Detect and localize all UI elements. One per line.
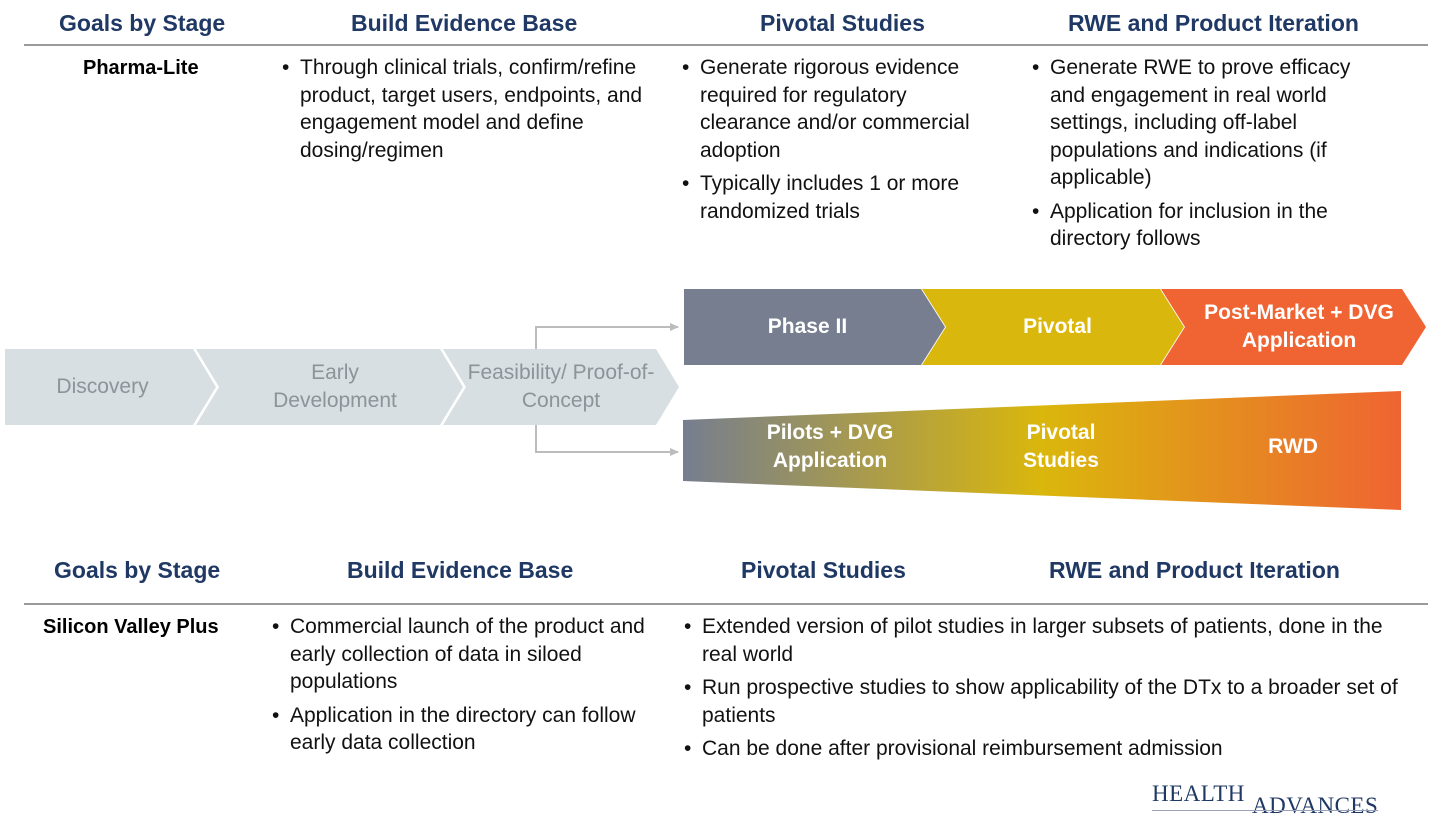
bullet-item: Run prospective studies to show applicab… (682, 674, 1417, 729)
sv-pivotal-rwe-list: Extended version of pilot studies in lar… (682, 613, 1417, 769)
label-rwd: RWD (1268, 435, 1318, 458)
chevron-feasibility (443, 349, 679, 425)
row-label-pharma-lite: Pharma-Lite (83, 57, 199, 79)
bullet-item: Typically includes 1 or more randomized … (680, 170, 1000, 225)
row-label-silicon-valley-plus: Silicon Valley Plus (43, 616, 219, 638)
top-header-pivotal: Pivotal Studies (760, 10, 925, 36)
top-header-build-evidence: Build Evidence Base (351, 10, 578, 36)
arrow-to-pharma-path (535, 323, 679, 349)
label-pilots-dvg: Pilots + DVG Application (766, 421, 894, 472)
label-discovery: Discovery (56, 375, 149, 398)
label-phase-ii: Phase II (767, 315, 848, 338)
label-pivotal: Pivotal (1023, 315, 1092, 338)
chevron-pivotal (922, 289, 1184, 365)
label-post-market: Post-Market + DVG Application (1204, 301, 1394, 352)
pathway-diagram (5, 289, 1426, 510)
pharma-pivotal-list: Generate rigorous evidence required for … (680, 54, 1000, 231)
bottom-header-rwe: RWE and Product Iteration (1049, 557, 1340, 583)
label-early-development: Early Development (273, 361, 397, 412)
bottom-divider (24, 603, 1428, 605)
bottom-header-build-evidence: Build Evidence Base (347, 557, 574, 583)
label-pivotal-studies: Pivotal Studies (1023, 421, 1099, 472)
bullet-item: Commercial launch of the product and ear… (270, 613, 675, 696)
chevron-discovery (5, 349, 216, 425)
logo-line2: ADVANCES (1252, 793, 1379, 818)
bottom-header-goals: Goals by Stage (54, 557, 221, 583)
bullet-item: Through clinical trials, confirm/refine … (280, 54, 670, 164)
bullet-item: Application in the directory can follow … (270, 702, 675, 757)
bullet-item: Generate rigorous evidence required for … (680, 54, 1000, 164)
bottom-header-pivotal: Pivotal Studies (741, 557, 906, 583)
chevron-phase-ii (684, 289, 945, 365)
logo-rule (1152, 810, 1378, 811)
sv-build-evidence-list: Commercial launch of the product and ear… (270, 613, 675, 763)
label-feasibility: Feasibility/ Proof-of-Concept (467, 361, 655, 412)
top-divider (24, 44, 1428, 46)
bullet-item: Extended version of pilot studies in lar… (682, 613, 1417, 668)
sv-gradient-wedge (683, 391, 1401, 510)
bullet-item: Application for inclusion in the directo… (1030, 198, 1385, 253)
arrow-to-sv-path (535, 425, 679, 456)
top-header-goals: Goals by Stage (59, 10, 226, 36)
chevron-post-market (1161, 289, 1426, 365)
pharma-rwe-list: Generate RWE to prove efficacy and engag… (1030, 54, 1385, 259)
logo-line1: HEALTH (1152, 781, 1245, 806)
pharma-build-evidence-list: Through clinical trials, confirm/refine … (280, 54, 670, 170)
bullet-item: Can be done after provisional reimbursem… (682, 735, 1417, 763)
chevron-early-development (196, 349, 463, 425)
top-header-rwe: RWE and Product Iteration (1068, 10, 1359, 36)
bullet-item: Generate RWE to prove efficacy and engag… (1030, 54, 1385, 192)
